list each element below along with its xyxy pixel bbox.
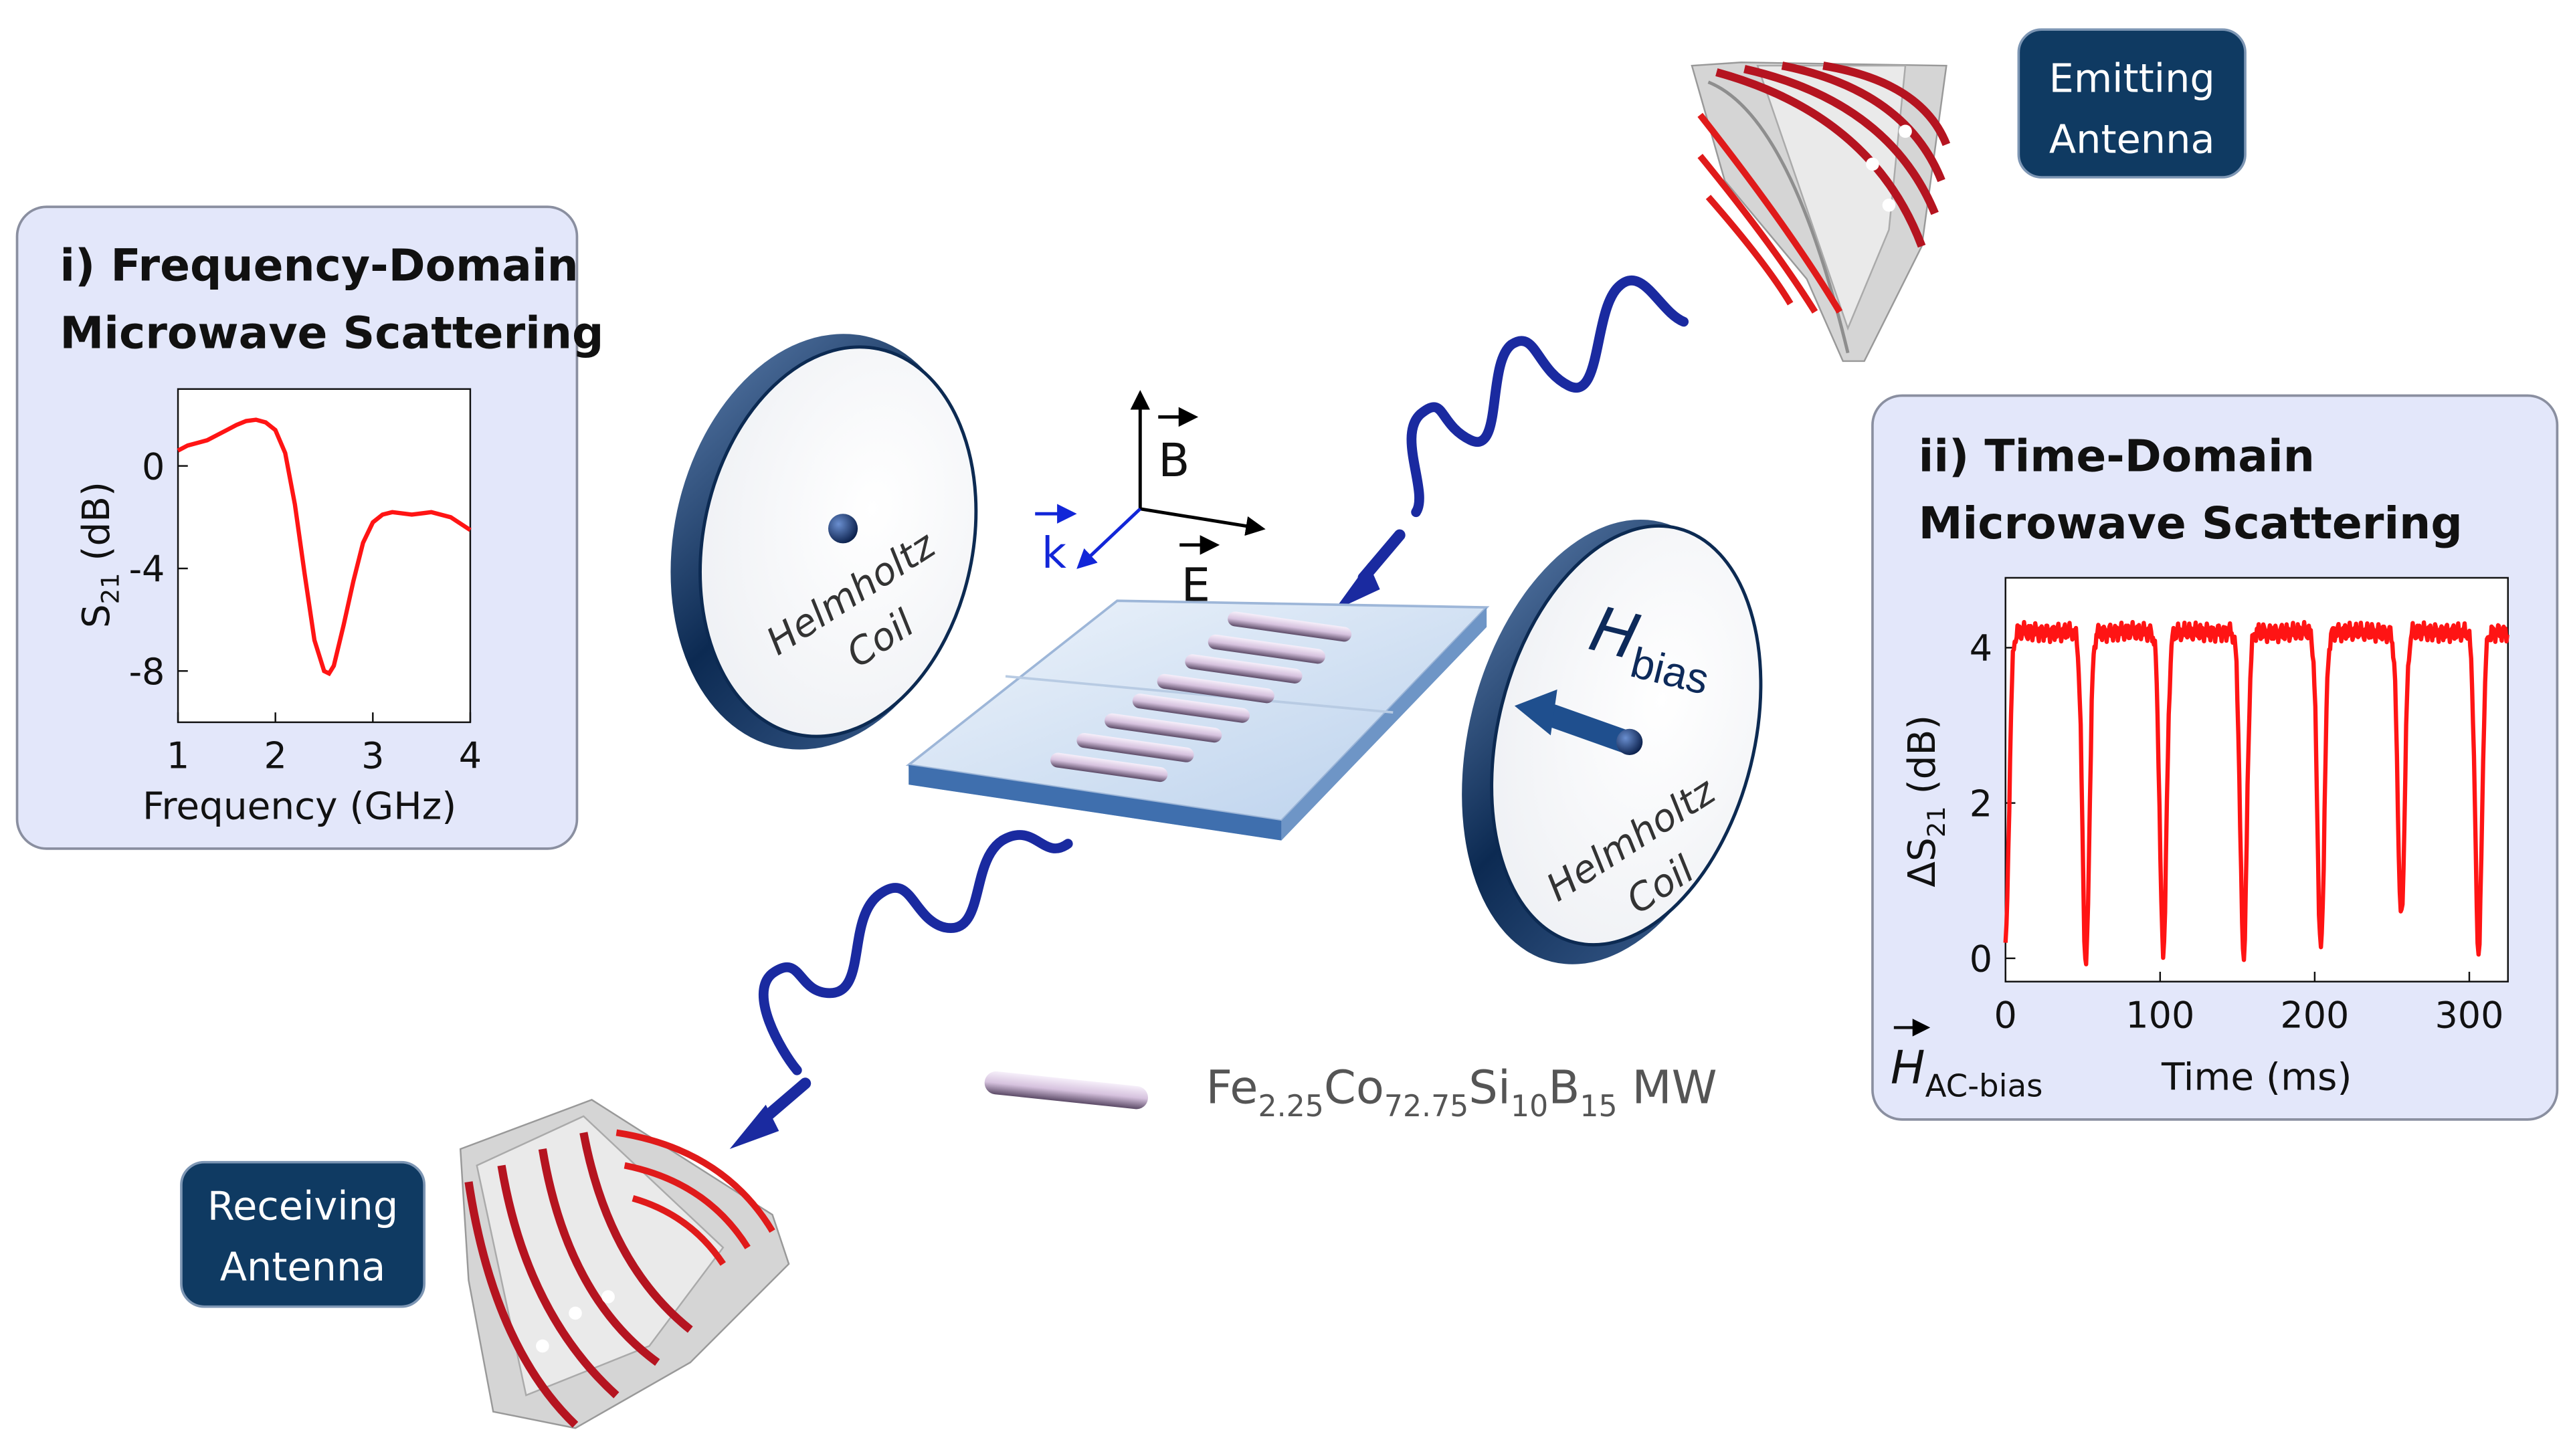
x-tick-label: 2 bbox=[264, 735, 286, 777]
x-tick-label: 3 bbox=[361, 735, 384, 777]
legend-microwire-icon bbox=[984, 1071, 1148, 1110]
plot-ii-xticks: 0 100 200 300 bbox=[1994, 971, 2504, 1036]
panel-i-title-line1: i) Frequency-Domain bbox=[60, 239, 578, 292]
microwire-legend: Fe2.25Co72.75Si10B15 MW bbox=[984, 1061, 1717, 1124]
microwire bbox=[1185, 654, 1303, 684]
emitting-antenna-badge: Emitting Antenna bbox=[2017, 28, 2247, 179]
scattered-arrow-head bbox=[729, 1104, 779, 1150]
microwire-array bbox=[1050, 611, 1352, 783]
coil-left-field-dot bbox=[828, 514, 858, 544]
y-tick-label: 2 bbox=[1970, 783, 1992, 825]
x-tick-label: 300 bbox=[2435, 994, 2503, 1036]
receiving-label-line2: Antenna bbox=[220, 1243, 386, 1289]
hac-label-text: HAC-bias bbox=[1891, 1041, 2043, 1104]
y-tick-label: 4 bbox=[1970, 627, 1992, 669]
axis-b-label: B bbox=[1158, 434, 1189, 488]
axis-e-line bbox=[1139, 507, 1266, 536]
microwire bbox=[1208, 634, 1325, 664]
plot-i-xlabel: Frequency (GHz) bbox=[142, 785, 456, 829]
axis-k-label: k bbox=[1042, 529, 1066, 579]
microwire bbox=[1050, 752, 1168, 783]
y-tick-label: 0 bbox=[142, 445, 165, 488]
legend-formula: Fe2.25Co72.75Si10B15 MW bbox=[1206, 1061, 1717, 1124]
x-tick-label: 200 bbox=[2280, 994, 2349, 1036]
scattered-wave bbox=[759, 830, 1073, 1075]
microwire bbox=[1076, 733, 1194, 762]
helmholtz-coil-left: Helmholtz Coil bbox=[670, 334, 978, 750]
y-tick-label: 0 bbox=[1970, 938, 1992, 980]
panel-frequency-domain: i) Frequency-Domain Microwave Scattering… bbox=[15, 205, 603, 850]
receiving-antenna-icon bbox=[459, 1099, 790, 1429]
plot-ii-xlabel: Time (ms) bbox=[2161, 1056, 2352, 1100]
microwire bbox=[1157, 673, 1274, 704]
panel-ii-title-line1: ii) Time-Domain bbox=[1919, 429, 2315, 482]
panel-i-title-line2: Microwave Scattering bbox=[60, 306, 603, 358]
receiving-label-line1: Receiving bbox=[207, 1183, 398, 1229]
emitting-label-line2: Antenna bbox=[2049, 116, 2215, 162]
emitting-antenna-icon bbox=[1691, 62, 1951, 362]
helmholtz-coil-right: Hbias Helmholtz Coil bbox=[1462, 519, 1763, 964]
plot-ii-series-line bbox=[2003, 620, 2509, 966]
x-tick-label: 1 bbox=[167, 735, 189, 777]
microwire bbox=[1228, 611, 1352, 642]
microwire bbox=[1132, 694, 1250, 723]
incident-wave bbox=[1406, 276, 1689, 518]
microwire bbox=[1105, 713, 1222, 743]
hac-bias-label: HAC-bias bbox=[1891, 1019, 2043, 1104]
incident-arrow-head bbox=[1333, 562, 1380, 611]
x-tick-label: 100 bbox=[2125, 994, 2194, 1036]
x-tick-label: 0 bbox=[1994, 994, 2017, 1036]
plot-ii-ylabel: ΔS21 (dB) bbox=[1901, 715, 1951, 888]
plot-i-ylabel: S21 (dB) bbox=[75, 482, 125, 628]
axis-k-line bbox=[1076, 508, 1141, 569]
plot-i-xticks: 1 2 3 4 bbox=[167, 712, 482, 777]
emitting-label-line1: Emitting bbox=[2049, 55, 2215, 101]
panel-time-domain: ii) Time-Domain Microwave Scattering 0 2 4… bbox=[1871, 394, 2559, 1121]
y-tick-label: -8 bbox=[129, 651, 165, 693]
hbias-arrow-head bbox=[1514, 689, 1557, 736]
hbias-arrow-shaft bbox=[1541, 704, 1638, 754]
plot-i-series-line bbox=[177, 417, 472, 677]
substrate-with-microwires bbox=[905, 599, 1490, 841]
x-tick-label: 4 bbox=[459, 735, 482, 777]
plot-i-yticks: 0 -4 -8 bbox=[129, 445, 188, 693]
field-axes: B E k bbox=[1035, 390, 1266, 612]
panel-ii-title-line2: Microwave Scattering bbox=[1919, 497, 2463, 549]
plot-ii-yticks: 0 2 4 bbox=[1970, 627, 2016, 980]
y-tick-label: -4 bbox=[129, 548, 165, 591]
receiving-antenna-badge: Receiving Antenna bbox=[180, 1160, 426, 1308]
